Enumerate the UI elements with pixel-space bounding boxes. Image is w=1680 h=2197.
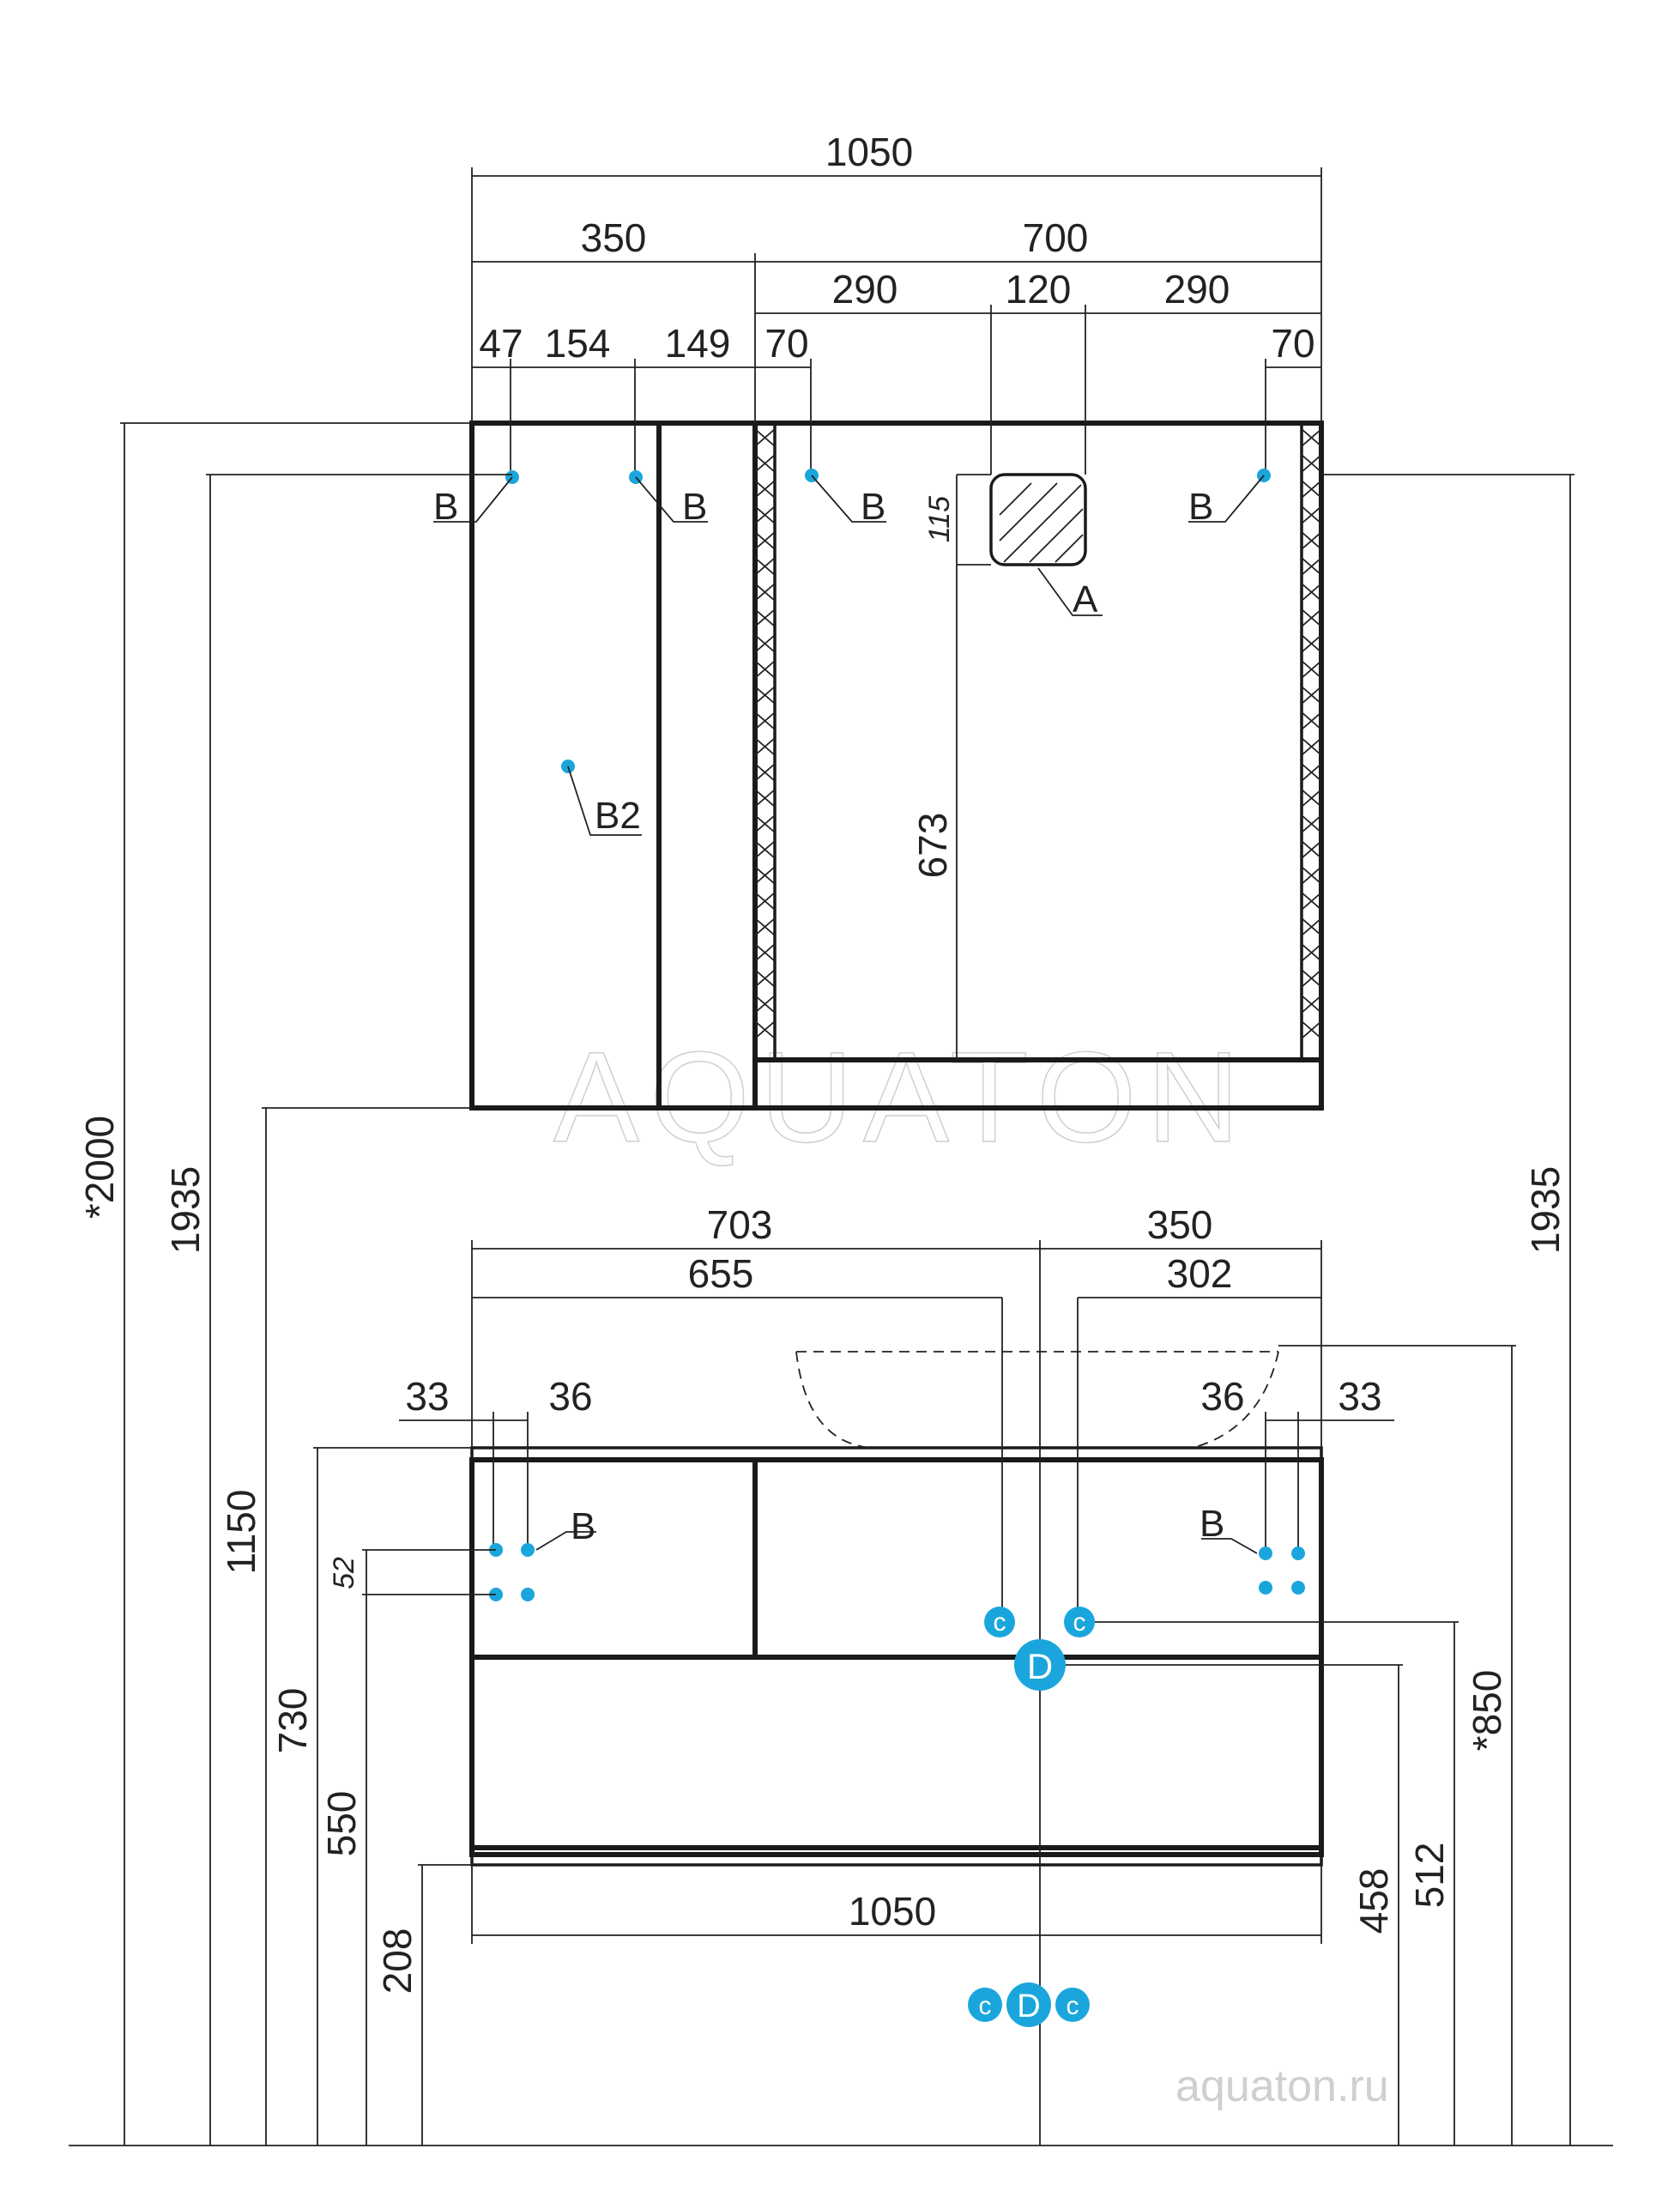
legend-cdc: c D c (968, 1982, 1090, 2027)
dim-52: 52 (328, 1557, 360, 1589)
dim-70-left: 70 (764, 321, 808, 366)
label-c: c (994, 1608, 1006, 1637)
legend-c-left: c (979, 1992, 992, 2020)
lower-dimensions: 703 350 655 302 33 36 36 33 1050 (399, 1202, 1394, 2146)
left-height-dimensions: *2000 1935 1150 730 550 52 208 (77, 422, 512, 2146)
mount-point-b (1259, 1546, 1272, 1560)
dim-703: 703 (707, 1202, 773, 1247)
label-b: B (1200, 1503, 1224, 1545)
dim-290-left: 290 (832, 267, 898, 312)
label-b: B (571, 1505, 595, 1547)
dim-36-left: 36 (548, 1374, 592, 1419)
dim-2000-star: *2000 (77, 1116, 122, 1219)
water-inlet-c (984, 1607, 1015, 1637)
dim-550: 550 (319, 1791, 364, 1857)
drain-d (1014, 1639, 1066, 1691)
label-c: c (1073, 1608, 1086, 1637)
upper-dimensions: 1050 350 700 290 120 290 47 154 149 70 7… (471, 130, 1322, 1060)
label-b: B (433, 486, 458, 528)
upper-callouts: B B B B B2 A (433, 469, 1271, 837)
dim-70-right: 70 (1271, 321, 1314, 366)
label-b: B (861, 486, 885, 528)
watermark: AQUATON (553, 1025, 1250, 1169)
mount-point-b (1291, 1581, 1305, 1595)
dim-120: 120 (1006, 267, 1072, 312)
dim-right-width: 700 (1023, 215, 1089, 260)
dim-673: 673 (910, 813, 955, 879)
dim-302: 302 (1167, 1251, 1233, 1296)
site-url: aquaton.ru (1175, 2061, 1389, 2111)
mount-point-b (1259, 1581, 1272, 1595)
label-a: A (1073, 578, 1098, 620)
dim-33-left: 33 (405, 1374, 449, 1419)
dim-458: 458 (1351, 1868, 1396, 1934)
dim-36-right: 36 (1200, 1374, 1244, 1419)
dim-850-star: *850 (1465, 1670, 1509, 1752)
water-inlet-c (1064, 1607, 1095, 1637)
dim-1935-right: 1935 (1523, 1166, 1568, 1254)
label-b2: B2 (595, 795, 641, 837)
legend-c-right: c (1067, 1992, 1079, 2020)
dim-115: 115 (923, 496, 956, 542)
right-height-dimensions: 1935 *850 512 458 (1066, 474, 1574, 2146)
dim-154: 154 (545, 321, 611, 366)
lower-callouts: B B c c D (489, 1503, 1305, 1691)
dim-overall-width: 1050 (825, 130, 913, 174)
mount-point-b (1291, 1546, 1305, 1560)
dim-655: 655 (688, 1251, 754, 1296)
mirror-led-strip-right (1300, 423, 1322, 1060)
vanity-cabinet (469, 1351, 1324, 1867)
dim-1150: 1150 (219, 1490, 263, 1575)
dim-1050-lower: 1050 (849, 1889, 936, 1934)
dim-1935-left: 1935 (163, 1166, 208, 1254)
dim-149: 149 (665, 321, 731, 366)
dim-33-right: 33 (1338, 1374, 1381, 1419)
dim-208: 208 (375, 1928, 420, 1994)
dim-512: 512 (1407, 1843, 1452, 1909)
mount-point-b (521, 1543, 535, 1557)
dim-290-right: 290 (1164, 267, 1230, 312)
legend-d: D (1017, 1988, 1040, 2025)
mirror-led-strip-left (754, 423, 777, 1060)
label-d: D (1027, 1646, 1053, 1686)
mirror-cabinet (469, 421, 1324, 1111)
label-b: B (1188, 486, 1213, 528)
label-b: B (682, 486, 707, 528)
light-fixture-a (989, 473, 1087, 566)
dim-47: 47 (479, 321, 523, 366)
mount-point-b (521, 1588, 535, 1601)
dim-350-lower: 350 (1147, 1202, 1213, 1247)
basin-outline (795, 1351, 1279, 1449)
dim-730: 730 (270, 1688, 315, 1754)
dim-left-width: 350 (581, 215, 647, 260)
